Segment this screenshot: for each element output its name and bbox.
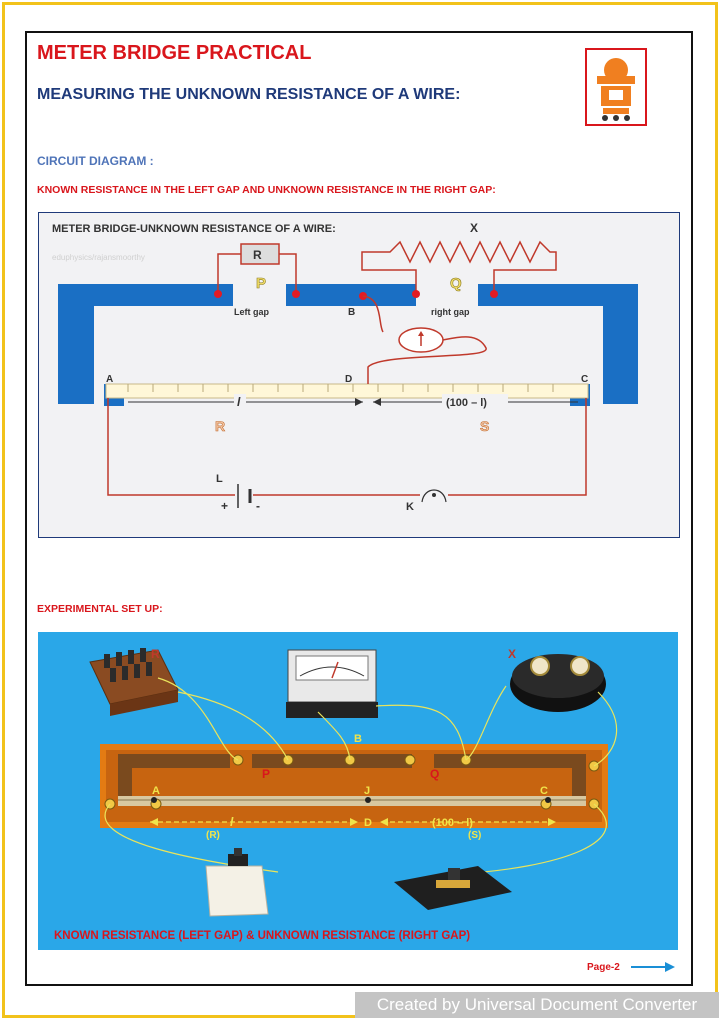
label-left-gap: Left gap bbox=[234, 307, 270, 317]
label-unknown-x: X bbox=[470, 221, 478, 235]
diagram-title: METER BRIDGE-UNKNOWN RESISTANCE OF A WIR… bbox=[52, 223, 336, 235]
setup-label-l: l bbox=[230, 815, 234, 829]
setup-label-c: C bbox=[540, 785, 548, 797]
label-resistance-box: R bbox=[253, 248, 262, 262]
setup-label-j: J bbox=[364, 785, 370, 797]
plug-key-apparatus bbox=[394, 866, 512, 910]
setup-label-p: P bbox=[262, 767, 270, 781]
label-r-section: R bbox=[215, 418, 225, 434]
label-c: C bbox=[581, 374, 588, 385]
label-battery-plus: + bbox=[221, 499, 228, 513]
setup-label-s-section: (S) bbox=[468, 830, 481, 841]
label-length-l: l bbox=[237, 395, 241, 409]
setup-label-d: D bbox=[364, 817, 372, 829]
next-page-arrow-icon bbox=[631, 962, 675, 972]
circuit-subheading: KNOWN RESISTANCE IN THE LEFT GAP AND UNK… bbox=[37, 184, 496, 196]
label-battery-minus: - bbox=[256, 499, 260, 513]
label-d: D bbox=[345, 374, 352, 385]
setup-label-100-minus-l: (100 – l) bbox=[432, 817, 473, 829]
label-a: A bbox=[106, 374, 113, 385]
setup-label-x: X bbox=[508, 647, 516, 661]
inner-frame bbox=[25, 31, 693, 986]
label-b: B bbox=[348, 307, 355, 318]
diagram-credit: eduphysics/rajansmoorthy bbox=[52, 253, 145, 262]
setup-label-q: Q bbox=[430, 767, 439, 781]
watermark: Created by Universal Document Converter bbox=[355, 992, 719, 1018]
meter-bridge-board bbox=[100, 744, 608, 828]
setup-caption: KNOWN RESISTANCE (LEFT GAP) & UNKNOWN RE… bbox=[54, 930, 470, 942]
page-subtitle: MEASURING THE UNKNOWN RESISTANCE OF A WI… bbox=[37, 86, 461, 103]
setup-label-r-section: (R) bbox=[206, 830, 220, 841]
battery-apparatus bbox=[205, 848, 269, 917]
setup-label-r: R bbox=[151, 647, 160, 661]
galvanometer-apparatus bbox=[286, 649, 378, 718]
label-p: P bbox=[256, 275, 266, 292]
label-battery-l: L bbox=[216, 473, 223, 485]
label-key-k: K bbox=[406, 501, 414, 513]
label-s-section: S bbox=[480, 418, 489, 434]
label-right-gap: right gap bbox=[431, 307, 470, 317]
page-title: METER BRIDGE PRACTICAL bbox=[37, 42, 312, 64]
setup-label-a: A bbox=[152, 785, 160, 797]
page-number: Page-2 bbox=[587, 962, 620, 973]
resistance-box-apparatus bbox=[89, 648, 179, 716]
circuit-diagram: METER BRIDGE-UNKNOWN RESISTANCE OF A WIR… bbox=[38, 212, 680, 538]
circuit-heading: CIRCUIT DIAGRAM : bbox=[37, 154, 154, 168]
setup-heading: EXPERIMENTAL SET UP: bbox=[37, 603, 163, 615]
experimental-setup: R X bbox=[38, 632, 678, 950]
unknown-coil-apparatus bbox=[510, 654, 606, 712]
institution-logo bbox=[585, 48, 647, 126]
setup-label-b: B bbox=[354, 733, 362, 745]
label-length-100-minus-l: (100 – l) bbox=[446, 397, 487, 409]
label-q: Q bbox=[450, 275, 462, 292]
